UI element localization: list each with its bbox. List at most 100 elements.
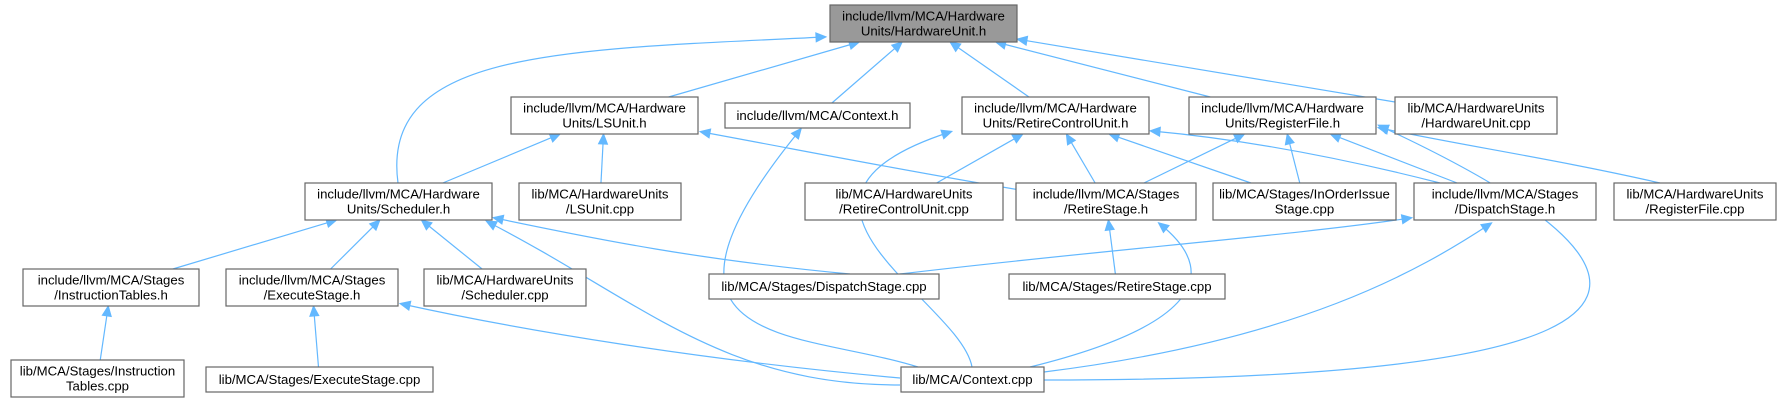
node-scheduler-cpp-label-2: /Scheduler.cpp bbox=[461, 288, 548, 303]
node-hwunit-cpp[interactable]: lib/MCA/HardwareUnits/HardwareUnit.cpp bbox=[1394, 96, 1558, 135]
node-insttables-h[interactable]: include/llvm/MCA/Stages/InstructionTable… bbox=[22, 268, 200, 307]
node-hwunit-h: include/llvm/MCA/HardwareUnits/HardwareU… bbox=[829, 4, 1018, 43]
edge-executestage-h-to-scheduler-h-arrowhead bbox=[368, 219, 381, 232]
node-lsunit-cpp-box bbox=[518, 182, 682, 221]
edge-retirestage-h-to-lsunit-h-arrowhead bbox=[698, 128, 712, 139]
edge-executestage-cpp-to-executestage-h-arrowhead bbox=[309, 304, 320, 317]
node-lsunit-h-label-1: include/llvm/MCA/Hardware bbox=[523, 101, 686, 116]
node-rcu-h-label-2: Units/RetireControlUnit.h bbox=[983, 116, 1129, 131]
node-dispatchstage-h-box bbox=[1413, 182, 1597, 221]
edge-retirestage-h-to-rcu-h bbox=[1065, 132, 1096, 184]
node-lsunit-h[interactable]: include/llvm/MCA/HardwareUnits/LSUnit.h bbox=[510, 96, 699, 135]
edge-scheduler-cpp-to-scheduler-h bbox=[420, 219, 483, 270]
node-regfile-cpp-label-1: lib/MCA/HardwareUnits bbox=[1626, 187, 1763, 202]
edge-context-cpp-to-retirestage-h bbox=[1029, 221, 1192, 368]
node-rcu-h[interactable]: include/llvm/MCA/HardwareUnits/RetireCon… bbox=[961, 96, 1150, 135]
edge-executestage-cpp-to-executestage-h bbox=[309, 304, 320, 368]
node-context-cpp-label-1: lib/MCA/Context.cpp bbox=[912, 372, 1032, 387]
edge-context-cpp-to-dispatchstage-h bbox=[1043, 222, 1493, 373]
node-scheduler-h[interactable]: include/llvm/MCA/HardwareUnits/Scheduler… bbox=[304, 182, 493, 221]
edge-retirestage-h-to-regfile-h-line bbox=[1143, 137, 1237, 184]
edge-executestage-h-to-scheduler-h-line bbox=[330, 225, 374, 270]
edge-lsunit-h-to-hwunit-h-line bbox=[668, 43, 851, 98]
node-hwunit-cpp-label-1: lib/MCA/HardwareUnits bbox=[1407, 101, 1544, 116]
node-insttables-cpp[interactable]: lib/MCA/Stages/InstructionTables.cpp bbox=[10, 359, 185, 398]
edge-lsunit-cpp-to-lsunit-h bbox=[597, 132, 609, 184]
edge-context-cpp-to-retirestage-h-arrowhead bbox=[1157, 221, 1170, 234]
node-regfile-cpp[interactable]: lib/MCA/HardwareUnits/RegisterFile.cpp bbox=[1613, 182, 1777, 221]
edge-context-cpp-to-rcu-h-arrowhead bbox=[940, 129, 954, 140]
edge-context-cpp-to-executestage-h-line bbox=[401, 303, 901, 379]
node-hwunit-h-label-1: include/llvm/MCA/Hardware bbox=[842, 9, 1005, 24]
edge-rcu-h-to-hwunit-h bbox=[949, 41, 1030, 98]
edge-scheduler-h-to-hwunit-h-arrowhead bbox=[815, 32, 828, 43]
edge-insttables-cpp-to-insttables-h-line bbox=[99, 314, 108, 361]
node-hwunit-cpp-box bbox=[1394, 96, 1558, 135]
edge-scheduler-cpp-to-scheduler-h-arrowhead bbox=[420, 219, 433, 231]
edge-context-cpp-to-context-h-arrowhead bbox=[790, 127, 803, 140]
edge-scheduler-h-to-lsunit-h-arrowhead bbox=[548, 133, 562, 143]
edge-scheduler-h-to-hwunit-h bbox=[396, 32, 828, 184]
node-insttables-h-label-1: include/llvm/MCA/Stages bbox=[38, 273, 185, 288]
node-scheduler-h-box bbox=[304, 182, 493, 221]
node-context-h-box bbox=[724, 102, 911, 129]
edge-insttables-cpp-to-insttables-h bbox=[99, 304, 112, 361]
node-retirestage-cpp[interactable]: lib/MCA/Stages/RetireStage.cpp bbox=[1008, 273, 1226, 300]
edge-inorder-cpp-to-regfile-h bbox=[1284, 132, 1301, 184]
edge-inorder-cpp-to-regfile-h-arrowhead bbox=[1284, 132, 1295, 146]
edge-hwunit-cpp-to-hwunit-h-line bbox=[1025, 39, 1396, 103]
edge-hwunit-cpp-to-hwunit-h-arrowhead bbox=[1015, 35, 1029, 46]
node-rcu-cpp-label-1: lib/MCA/HardwareUnits bbox=[835, 187, 972, 202]
node-executestage-cpp[interactable]: lib/MCA/Stages/ExecuteStage.cpp bbox=[205, 366, 434, 393]
edge-context-cpp-to-executestage-h-arrowhead bbox=[398, 300, 412, 311]
node-retirestage-cpp-label-1: lib/MCA/Stages/RetireStage.cpp bbox=[1022, 279, 1211, 294]
node-regfile-h-label-2: Units/RegisterFile.h bbox=[1225, 116, 1340, 131]
edge-context-h-to-hwunit-h bbox=[831, 41, 904, 104]
edge-rcu-h-to-hwunit-h-line bbox=[957, 46, 1030, 98]
edge-rcu-cpp-to-rcu-h bbox=[936, 133, 1024, 184]
edge-rcu-h-to-hwunit-h-arrowhead bbox=[949, 41, 962, 53]
edge-context-cpp-to-context-h-line bbox=[723, 129, 919, 368]
node-regfile-cpp-box bbox=[1613, 182, 1777, 221]
node-dispatchstage-cpp-box bbox=[708, 273, 940, 300]
edge-retirestage-h-to-rcu-h-arrowhead bbox=[1065, 132, 1077, 146]
edge-dispatchstage-h-to-regfile-h-arrowhead bbox=[1329, 132, 1343, 143]
node-insttables-h-label-2: /InstructionTables.h bbox=[54, 288, 168, 303]
node-rcu-cpp-label-2: /RetireControlUnit.cpp bbox=[839, 202, 969, 217]
edge-dispatchstage-cpp-to-dispatchstage-h bbox=[899, 214, 1414, 275]
node-context-cpp[interactable]: lib/MCA/Context.cpp bbox=[900, 366, 1045, 393]
node-hwunit-h-label-2: Units/HardwareUnit.h bbox=[861, 24, 986, 39]
edge-context-cpp-to-regfile-h-line bbox=[1043, 125, 1591, 381]
node-scheduler-cpp[interactable]: lib/MCA/HardwareUnits/Scheduler.cpp bbox=[423, 268, 587, 307]
node-hwunit-cpp-label-2: /HardwareUnit.cpp bbox=[1421, 116, 1530, 131]
edge-scheduler-cpp-to-scheduler-h-line bbox=[428, 225, 483, 270]
edge-retirestage-cpp-to-retirestage-h bbox=[1104, 218, 1116, 275]
edge-context-h-to-hwunit-h-line bbox=[831, 47, 896, 104]
node-retirestage-cpp-box bbox=[1008, 273, 1226, 300]
node-executestage-h[interactable]: include/llvm/MCA/Stages/ExecuteStage.h bbox=[225, 268, 399, 307]
nodes-layer: include/llvm/MCA/HardwareUnits/HardwareU… bbox=[10, 4, 1777, 398]
node-dispatchstage-h[interactable]: include/llvm/MCA/Stages/DispatchStage.h bbox=[1413, 182, 1597, 221]
node-lsunit-cpp[interactable]: lib/MCA/HardwareUnits/LSUnit.cpp bbox=[518, 182, 682, 221]
edge-regfile-h-to-hwunit-h bbox=[994, 39, 1211, 98]
node-scheduler-h-label-1: include/llvm/MCA/Hardware bbox=[317, 187, 480, 202]
edge-dispatchstage-h-to-rcu-h-arrowhead bbox=[1148, 126, 1161, 138]
node-inorder-cpp-label-1: lib/MCA/Stages/InOrderIssue bbox=[1219, 187, 1390, 202]
edge-context-h-to-hwunit-h-arrowhead bbox=[890, 41, 904, 53]
edge-inorder-cpp-to-rcu-h-line bbox=[1117, 136, 1252, 184]
node-rcu-cpp[interactable]: lib/MCA/HardwareUnits/RetireControlUnit.… bbox=[804, 182, 1004, 221]
node-lsunit-h-label-2: Units/LSUnit.h bbox=[562, 116, 646, 131]
node-context-h[interactable]: include/llvm/MCA/Context.h bbox=[724, 102, 911, 129]
edge-retirestage-h-to-rcu-h-line bbox=[1070, 141, 1096, 184]
edge-rcu-cpp-to-rcu-h-line bbox=[936, 137, 1016, 184]
node-dispatchstage-cpp[interactable]: lib/MCA/Stages/DispatchStage.cpp bbox=[708, 273, 940, 300]
edge-dispatchstage-h-to-regfile-h-line bbox=[1338, 136, 1458, 184]
node-lsunit-h-box bbox=[510, 96, 699, 135]
edge-insttables-cpp-to-insttables-h-arrowhead bbox=[101, 304, 112, 318]
edge-dispatchstage-cpp-to-dispatchstage-h-line bbox=[899, 217, 1411, 275]
node-insttables-cpp-box bbox=[10, 359, 185, 398]
node-retirestage-h[interactable]: include/llvm/MCA/Stages/RetireStage.h bbox=[1015, 182, 1197, 221]
node-regfile-h[interactable]: include/llvm/MCA/HardwareUnits/RegisterF… bbox=[1188, 96, 1377, 135]
